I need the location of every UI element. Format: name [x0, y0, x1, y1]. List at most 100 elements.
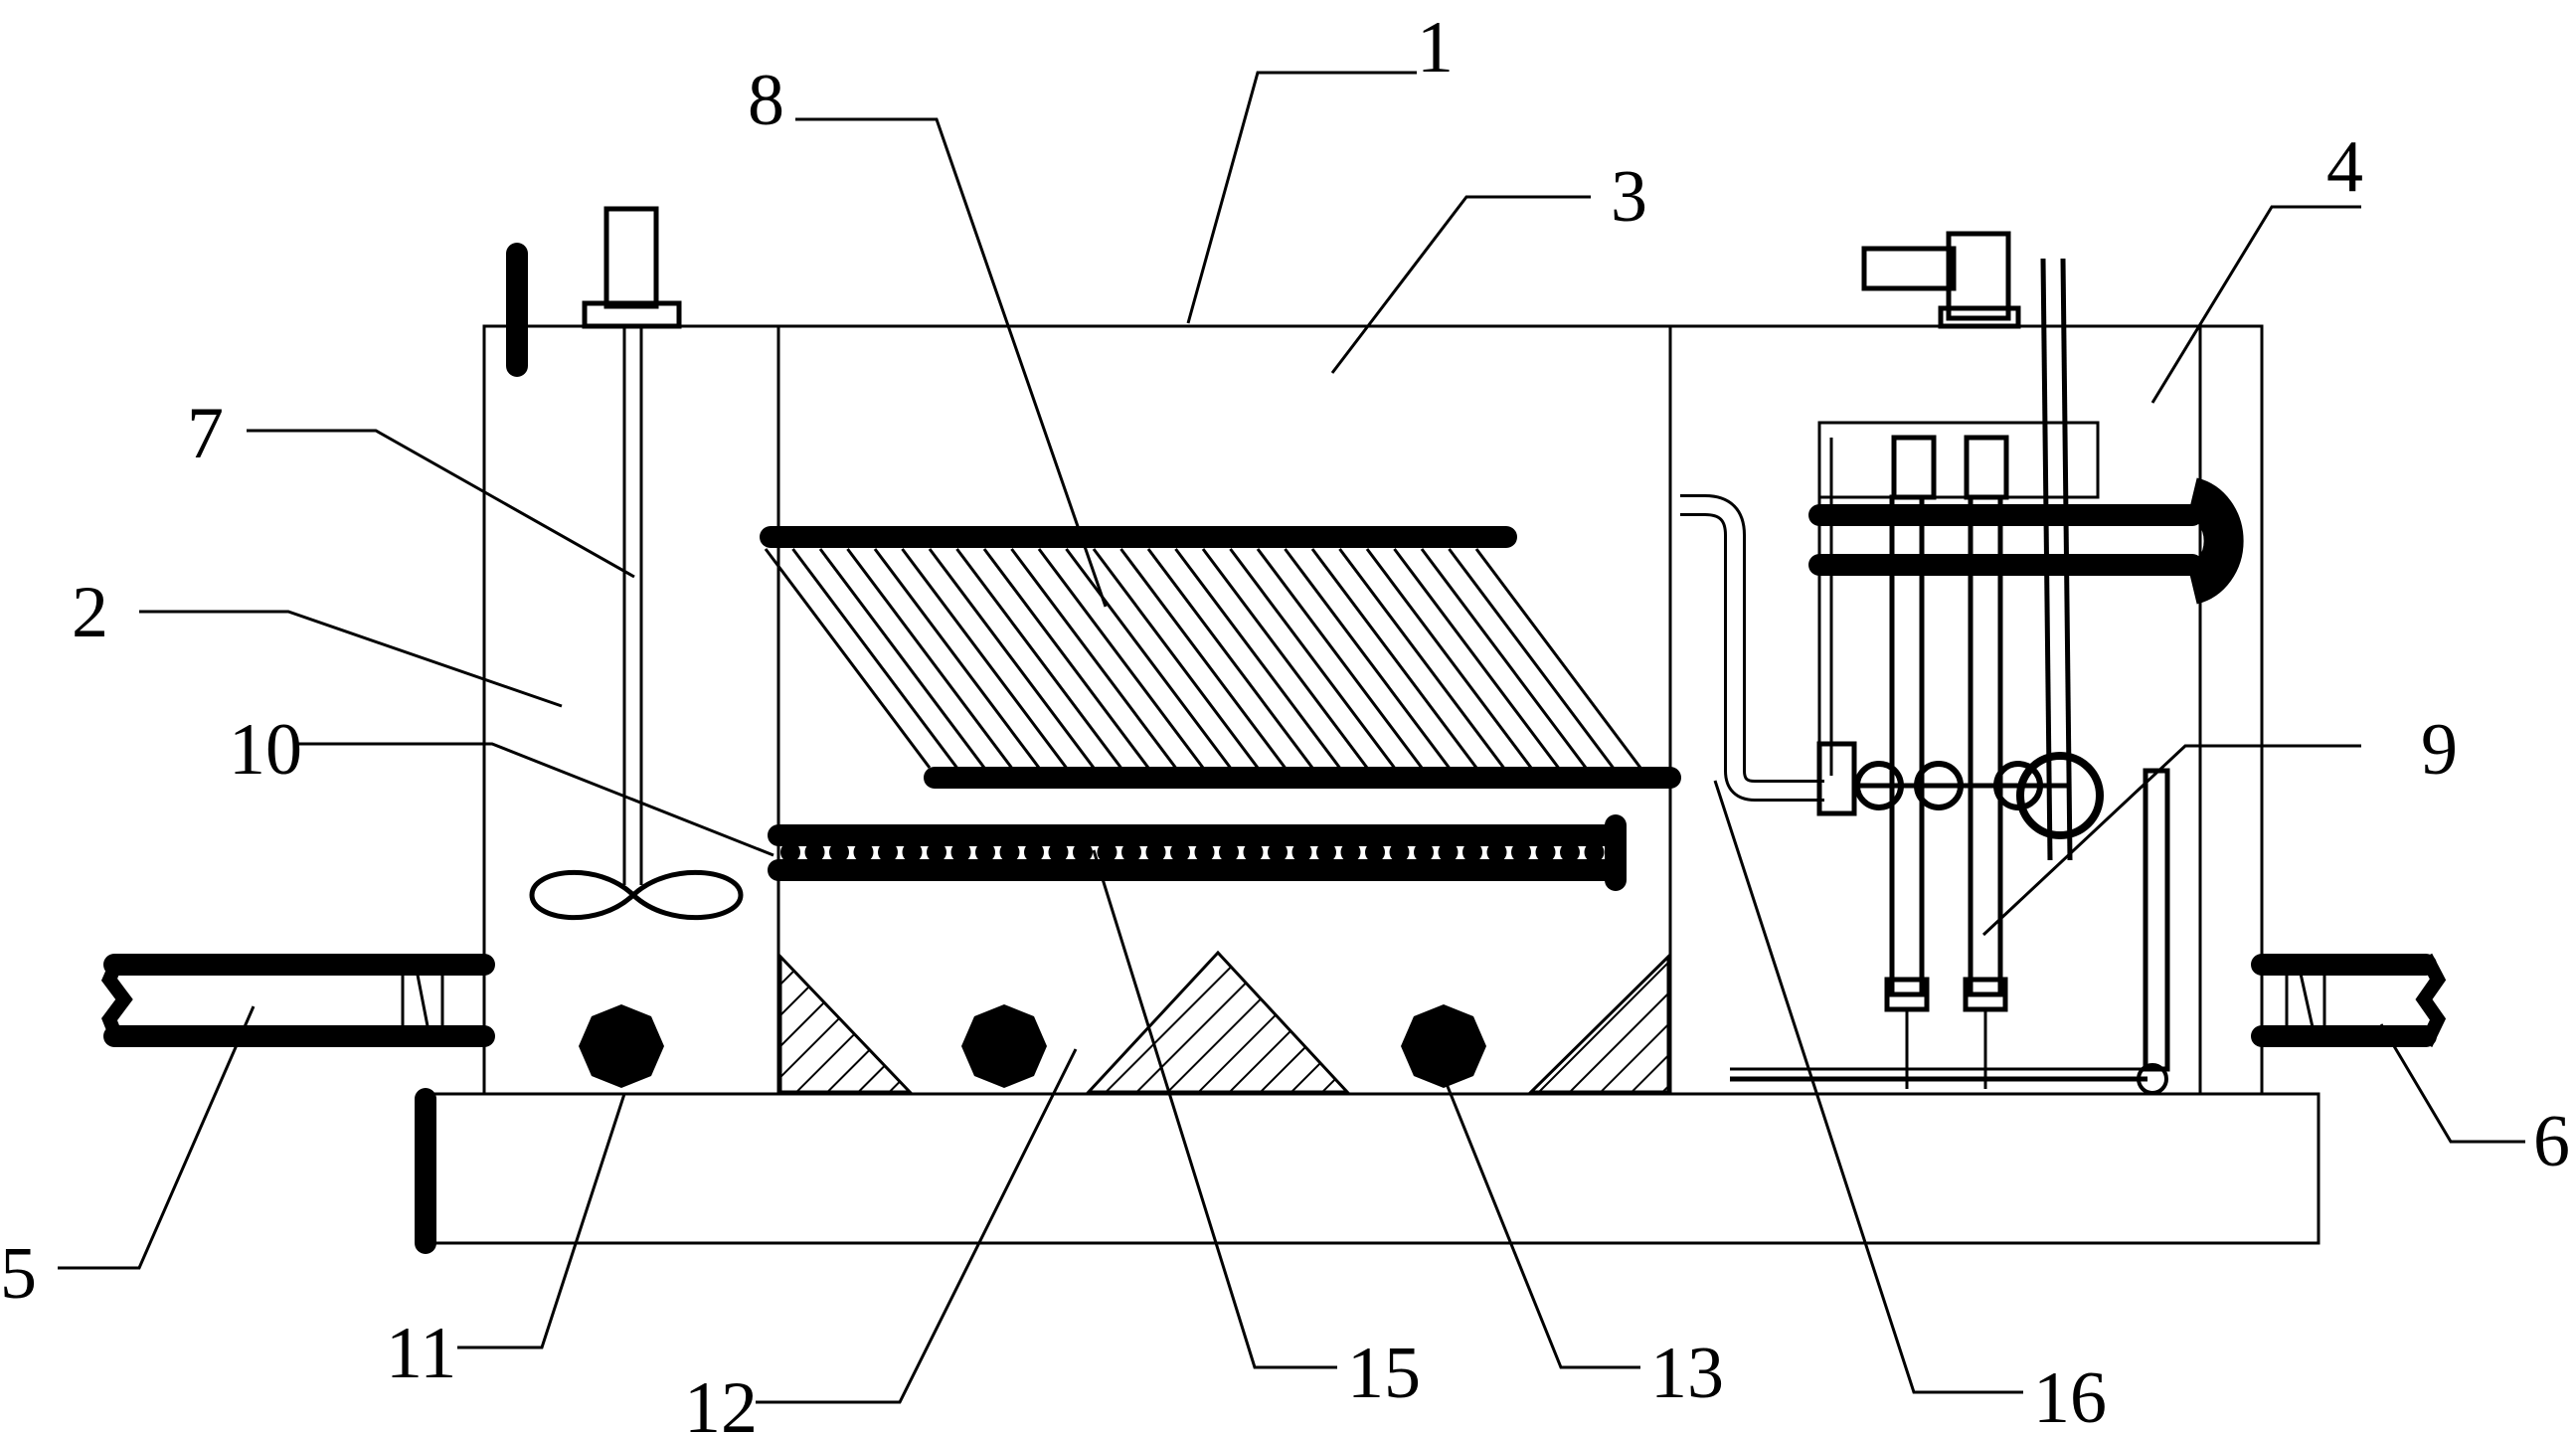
pipe-hole	[1243, 842, 1264, 862]
pipe-hole	[878, 842, 898, 862]
plate-slat	[982, 548, 1150, 769]
leader-15	[1092, 849, 1337, 1369]
plate-slat	[873, 548, 1041, 769]
filter-sprocket	[2016, 752, 2104, 839]
plate-slat	[1065, 548, 1232, 769]
pipe-hole	[1073, 842, 1093, 862]
leader-5	[58, 1005, 256, 1270]
label-13: 13	[1650, 1333, 1724, 1414]
label-11: 11	[386, 1313, 456, 1394]
pipe-hole	[902, 842, 923, 862]
pipe-hole	[1121, 842, 1141, 862]
leader-16	[1713, 780, 2023, 1394]
pipe-hole	[1145, 842, 1166, 862]
pipe-hole	[1219, 842, 1239, 862]
plate-slat	[1037, 548, 1205, 769]
pipe-hole	[1535, 842, 1556, 862]
tank-body	[482, 324, 2264, 1096]
label-3: 3	[1611, 156, 1647, 238]
pipe-hole	[1024, 842, 1044, 862]
filter-hanger-right	[1964, 435, 2009, 500]
plate-slat	[928, 548, 1096, 769]
plate-slat	[1420, 548, 1588, 769]
pipe-hole	[1511, 842, 1531, 862]
pipe-hole	[1438, 842, 1459, 862]
label-6: 6	[2533, 1101, 2570, 1182]
plate-slat	[1448, 548, 1615, 769]
pipe-hole	[1486, 842, 1507, 862]
label-9: 9	[2421, 709, 2458, 791]
pipe-hole	[1560, 842, 1580, 862]
mixer-motor	[603, 206, 659, 309]
plate-slat	[1146, 548, 1314, 769]
plate-slat	[1310, 548, 1478, 769]
label-7: 7	[187, 393, 224, 474]
plate-slat	[1474, 548, 1642, 769]
filter-tube-right	[1968, 494, 2003, 997]
filter-gear-a	[1854, 761, 1904, 810]
pipe-hole	[780, 842, 800, 862]
label-12: 12	[684, 1367, 758, 1435]
pipe-hole	[829, 842, 849, 862]
plate-slat	[1092, 548, 1260, 769]
filter-tube-left	[1889, 494, 1925, 997]
sludge-hopper-center	[1085, 950, 1351, 1094]
label-4: 4	[2326, 126, 2363, 208]
plate-slat	[846, 548, 1013, 769]
label-16: 16	[2033, 1357, 2107, 1435]
pipe-hole	[999, 842, 1020, 862]
filter-drive-chain-left	[2040, 258, 2053, 861]
sludge-hopper-left	[778, 953, 914, 1094]
pipe-hole	[1365, 842, 1385, 862]
filter-gear-housing	[1816, 741, 1857, 816]
leader-4	[2150, 205, 2361, 404]
label-10: 10	[229, 709, 302, 791]
label-5: 5	[0, 1233, 37, 1315]
label-1: 1	[1417, 7, 1454, 89]
outlet-pipe-break	[2415, 953, 2447, 1048]
pipe-hole	[1048, 842, 1069, 862]
plate-slat	[1365, 548, 1533, 769]
drain-valve-settling-left	[961, 1004, 1047, 1088]
pipe-hole	[1268, 842, 1288, 862]
plate-slat	[818, 548, 986, 769]
plate-slat	[1010, 548, 1177, 769]
inlet-valve-stem	[414, 964, 431, 1037]
filter-drive-chain-right	[2060, 258, 2073, 861]
pipe-hole	[1462, 842, 1482, 862]
outlet-valve-stem	[2297, 964, 2317, 1037]
leader-3	[1330, 195, 1591, 374]
pipe-hole	[1584, 842, 1605, 862]
mixer-propeller	[529, 869, 744, 921]
overflow-pipe-inner	[1680, 497, 1824, 799]
mixer-motor-base	[582, 300, 682, 329]
perforated-pipe-holes	[780, 842, 1605, 862]
plate-slat	[1201, 548, 1369, 769]
plate-slat	[1338, 548, 1505, 769]
plate-slat	[764, 548, 932, 769]
leader-8	[795, 117, 1108, 608]
pipe-hole	[1097, 842, 1117, 862]
pipe-hole	[950, 842, 971, 862]
overflow-pipe	[1680, 494, 1824, 802]
filter-return-pipe	[2143, 768, 2170, 1072]
drain-valve-mixing	[579, 1004, 664, 1088]
filter-rail-return-bend	[2186, 477, 2244, 605]
filter-hanger-left	[1891, 435, 1937, 500]
sludge-hopper-right	[1527, 953, 1670, 1094]
pipe-hole	[1194, 842, 1215, 862]
leader-2	[139, 610, 563, 708]
leader-12	[756, 1048, 1078, 1404]
leader-9	[1981, 744, 2361, 937]
inclined-plate-slats	[764, 548, 1642, 769]
plate-slat	[901, 548, 1068, 769]
leader-6	[2379, 1023, 2525, 1144]
label-2: 2	[72, 572, 108, 653]
plate-slat	[1119, 548, 1287, 769]
pipe-hole	[975, 842, 995, 862]
inlet-pipe-break	[100, 954, 133, 1047]
drain-valve-settling-right	[1401, 1004, 1486, 1088]
leader-7	[247, 429, 635, 579]
plate-slat	[1284, 548, 1451, 769]
